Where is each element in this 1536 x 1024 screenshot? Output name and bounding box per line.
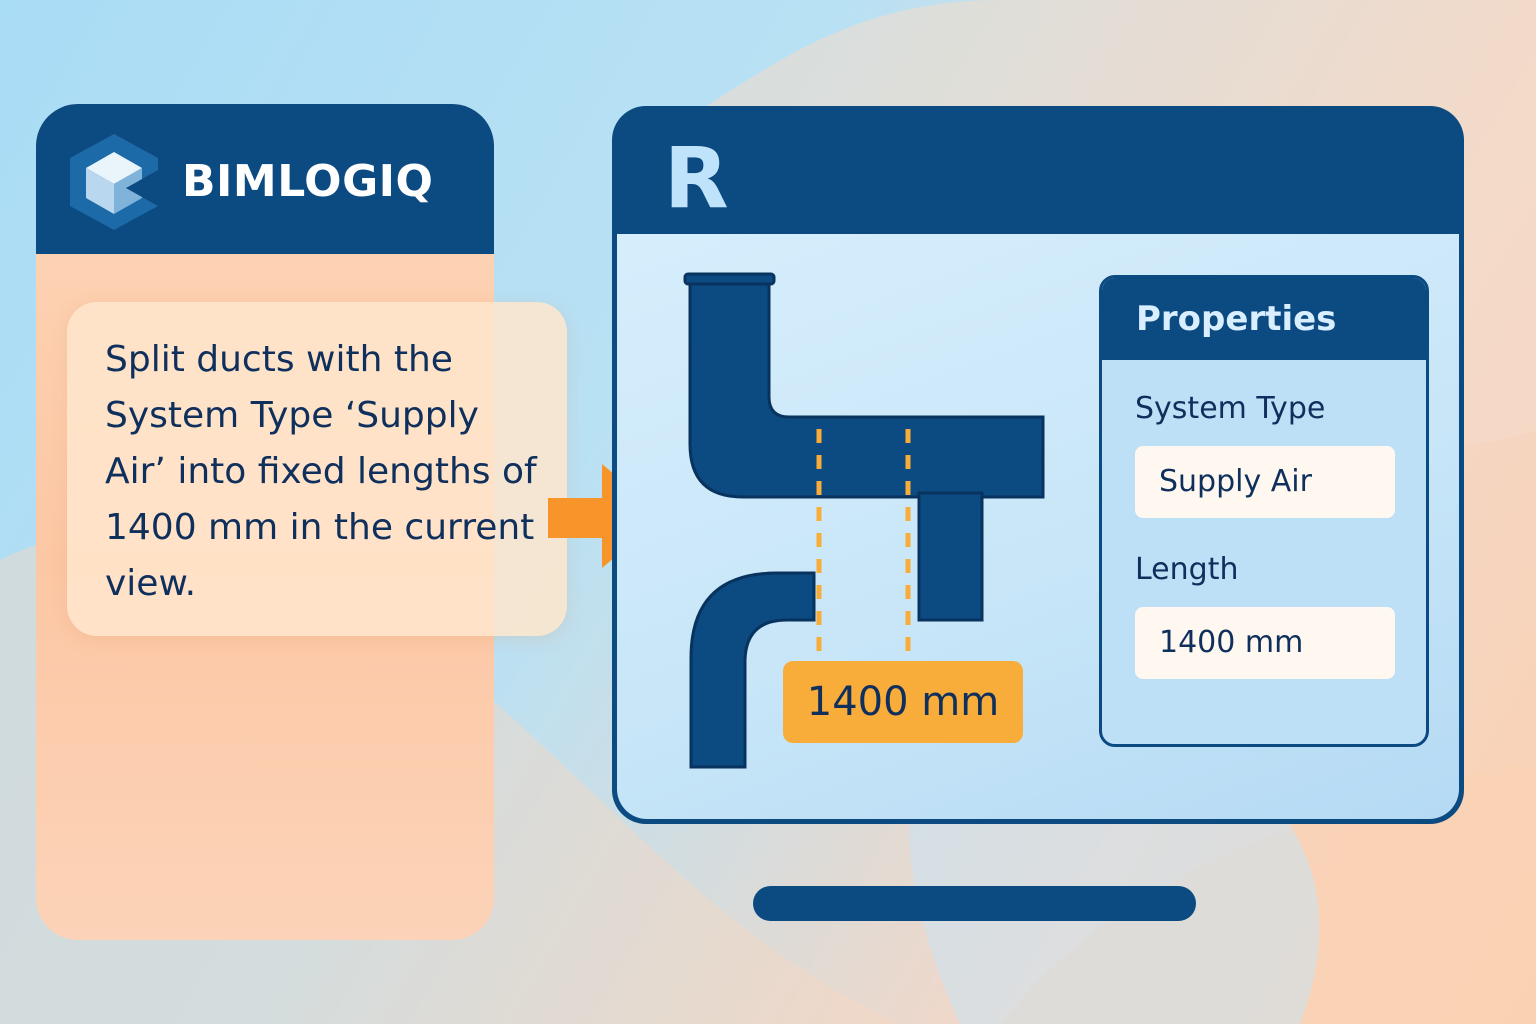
assistant-message-bubble: Split ducts with the System Type ‘Supply…	[67, 302, 567, 636]
duct-drawing[interactable]	[617, 234, 1459, 819]
assistant-header: BIMLOGIQ	[36, 104, 494, 254]
revit-app-window: R 1400 mm Properties System Type Supply …	[612, 106, 1464, 824]
assistant-message-text: Split ducts with the System Type ‘Supply…	[105, 339, 537, 604]
brand-name: BIMLOGIQ	[182, 156, 434, 207]
drawing-canvas[interactable]: 1400 mm Properties System Type Supply Ai…	[617, 234, 1459, 819]
supply-air-duct-branch	[917, 491, 984, 622]
length-label: Length	[1135, 552, 1239, 587]
supply-air-duct-main	[688, 275, 1045, 499]
arrow-right-icon	[548, 464, 664, 568]
revit-logo: R	[664, 129, 729, 227]
length-field[interactable]: 1400 mm	[1135, 607, 1395, 679]
dimension-label: 1400 mm	[783, 661, 1023, 743]
properties-header: Properties	[1102, 278, 1426, 360]
duct-end-cap	[683, 272, 776, 286]
monitor-stand	[753, 886, 1196, 921]
cube-hexagon-icon	[70, 134, 158, 230]
properties-title: Properties	[1136, 299, 1337, 339]
properties-panel: Properties System Type Supply Air Length…	[1099, 275, 1429, 747]
system-type-label: System Type	[1135, 391, 1326, 426]
supply-air-duct-lower	[689, 571, 816, 769]
system-type-field[interactable]: Supply Air	[1135, 446, 1395, 518]
